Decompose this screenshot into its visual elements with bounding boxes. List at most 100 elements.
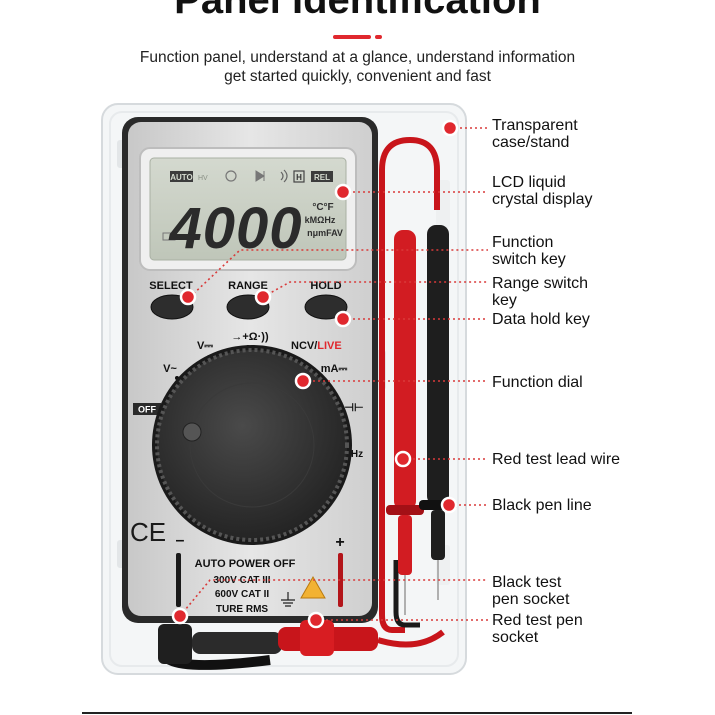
function-dial[interactable] — [155, 348, 349, 542]
black-pen-line — [393, 560, 420, 628]
leader-range-key — [262, 281, 488, 298]
lcd-auto-box — [170, 171, 193, 182]
callout-line: Black pen line — [492, 497, 592, 514]
lcd-hold-box — [293, 170, 305, 183]
red-lead-cable-bottom — [377, 629, 445, 648]
callout-line: socket — [492, 629, 539, 646]
dot-dial — [294, 372, 312, 390]
lcd-hold-indicator: H — [296, 173, 302, 182]
dial-label-vac: V~ — [163, 363, 177, 375]
black-socket-slot — [176, 553, 181, 607]
leader-black-socket — [179, 579, 488, 617]
lcd-unit-ohm: kMΩHz — [305, 215, 336, 225]
dial-label-ma: mA⎓ — [321, 363, 348, 375]
dial-label-cap: ⊣⊢ — [344, 401, 363, 414]
red-probe-tip-sleeve — [398, 515, 412, 575]
lcd-rel-box — [311, 171, 333, 182]
callout-line: switch key — [492, 251, 566, 268]
lcd-screen — [149, 157, 347, 261]
plus-mark: + — [335, 534, 344, 551]
dial-label-diode-ohm: →+Ω·)) — [231, 331, 269, 343]
lcd-unit-temp: °C°F — [312, 202, 333, 213]
red-probe-grip — [394, 230, 416, 510]
ground-icon — [281, 592, 295, 607]
select-label: SELECT — [149, 280, 193, 292]
lcd-battery-icon — [162, 232, 176, 241]
callout-line: Transparent — [492, 117, 578, 134]
function-dial-center — [189, 382, 315, 508]
dial-pointer — [182, 422, 202, 442]
lcd-rel-indicator: REL — [314, 173, 330, 182]
hold-button[interactable] — [304, 294, 348, 320]
subtitle: Function panel, understand at a glance, … — [0, 48, 715, 86]
lcd-hv-indicator: HV — [198, 175, 208, 182]
lcd-reading: 4000 — [168, 196, 302, 261]
black-lead-boot — [192, 632, 282, 654]
callout-transparent-case: Transparent case/stand — [492, 117, 578, 151]
subtitle-line-2: get started quickly, convenient and fast — [224, 68, 491, 85]
lcd-auto-indicator: AUTO — [170, 173, 193, 182]
callout-dots — [171, 119, 459, 629]
red-lead-plug — [300, 620, 334, 656]
hold-label: HOLD — [310, 280, 341, 292]
callout-line: Range switch — [492, 275, 589, 292]
minus-mark: – — [176, 532, 185, 549]
black-lead-plug — [158, 624, 192, 664]
dial-off-box — [133, 403, 161, 415]
red-socket-slot — [338, 553, 343, 607]
dot-function-key — [179, 288, 197, 306]
callout-line: Black test — [492, 574, 562, 591]
callout-lcd-display: LCD liquid crystal display — [492, 174, 592, 208]
lcd-sound-icon — [280, 169, 288, 183]
dot-lcd — [334, 183, 352, 201]
callout-red-test-pen-socket: Red test pen socket — [492, 612, 583, 646]
dot-black-socket — [171, 607, 189, 625]
dial-label-ncv-text: NCV/ — [291, 340, 317, 352]
callout-line: Data hold key — [492, 311, 590, 328]
callout-function-dial: Function dial — [492, 374, 583, 391]
case-inner-edge — [109, 111, 459, 667]
lcd-unit-amp: nμmFAV — [307, 228, 343, 238]
page-title: Panel Identification — [174, 0, 541, 22]
callout-range-switch-key: Range switch key — [492, 275, 588, 309]
callout-data-hold-key: Data hold key — [492, 311, 590, 328]
dial-label-off: OFF — [138, 405, 156, 415]
black-probe-grip — [427, 225, 449, 505]
ce-mark: CE — [130, 517, 166, 547]
callout-line: key — [492, 292, 517, 309]
dot-red-wire — [394, 450, 412, 468]
lcd-diode-icon — [255, 170, 265, 182]
callout-function-switch-key: Function switch key — [492, 234, 566, 268]
callout-line: Function — [492, 234, 554, 251]
callout-line: LCD liquid — [492, 174, 566, 191]
dial-label-hz: Hz — [351, 449, 363, 460]
callout-black-pen-line: Black pen line — [492, 497, 592, 514]
dial-label-ncv: NCV/LIVE — [291, 340, 342, 352]
callout-line: case/stand — [492, 134, 570, 151]
callout-line: Red test lead wire — [492, 451, 621, 468]
bottom-divider — [82, 712, 632, 714]
red-probe-guard — [386, 505, 424, 515]
dot-case — [441, 119, 459, 137]
subtitle-line-1: Function panel, understand at a glance, … — [139, 49, 576, 66]
range-label: RANGE — [228, 280, 268, 292]
callout-red-test-lead-wire: Red test lead wire — [492, 451, 620, 468]
cat3-text: 300V CAT III — [213, 575, 270, 586]
dial-label-vdc: V⎓ — [197, 340, 213, 352]
callout-line: Red test pen — [492, 612, 583, 629]
black-probe-tip-sleeve — [431, 510, 445, 560]
callout-line: crystal display — [492, 191, 593, 208]
cat2-text: 600V CAT II — [215, 589, 269, 600]
title-accent-bar — [333, 35, 383, 39]
lcd-timer-icon — [225, 170, 237, 182]
callout-line: Function dial — [492, 374, 583, 391]
dot-range-key — [254, 288, 272, 306]
dot-hold-key — [334, 310, 352, 328]
warning-triangle-icon — [300, 575, 326, 599]
dial-label-live: LIVE — [317, 340, 341, 352]
dot-red-socket — [307, 611, 325, 629]
true-rms-text: TURE RMS — [216, 604, 269, 615]
dot-black-pen — [440, 496, 458, 514]
callout-line: pen socket — [492, 591, 570, 608]
